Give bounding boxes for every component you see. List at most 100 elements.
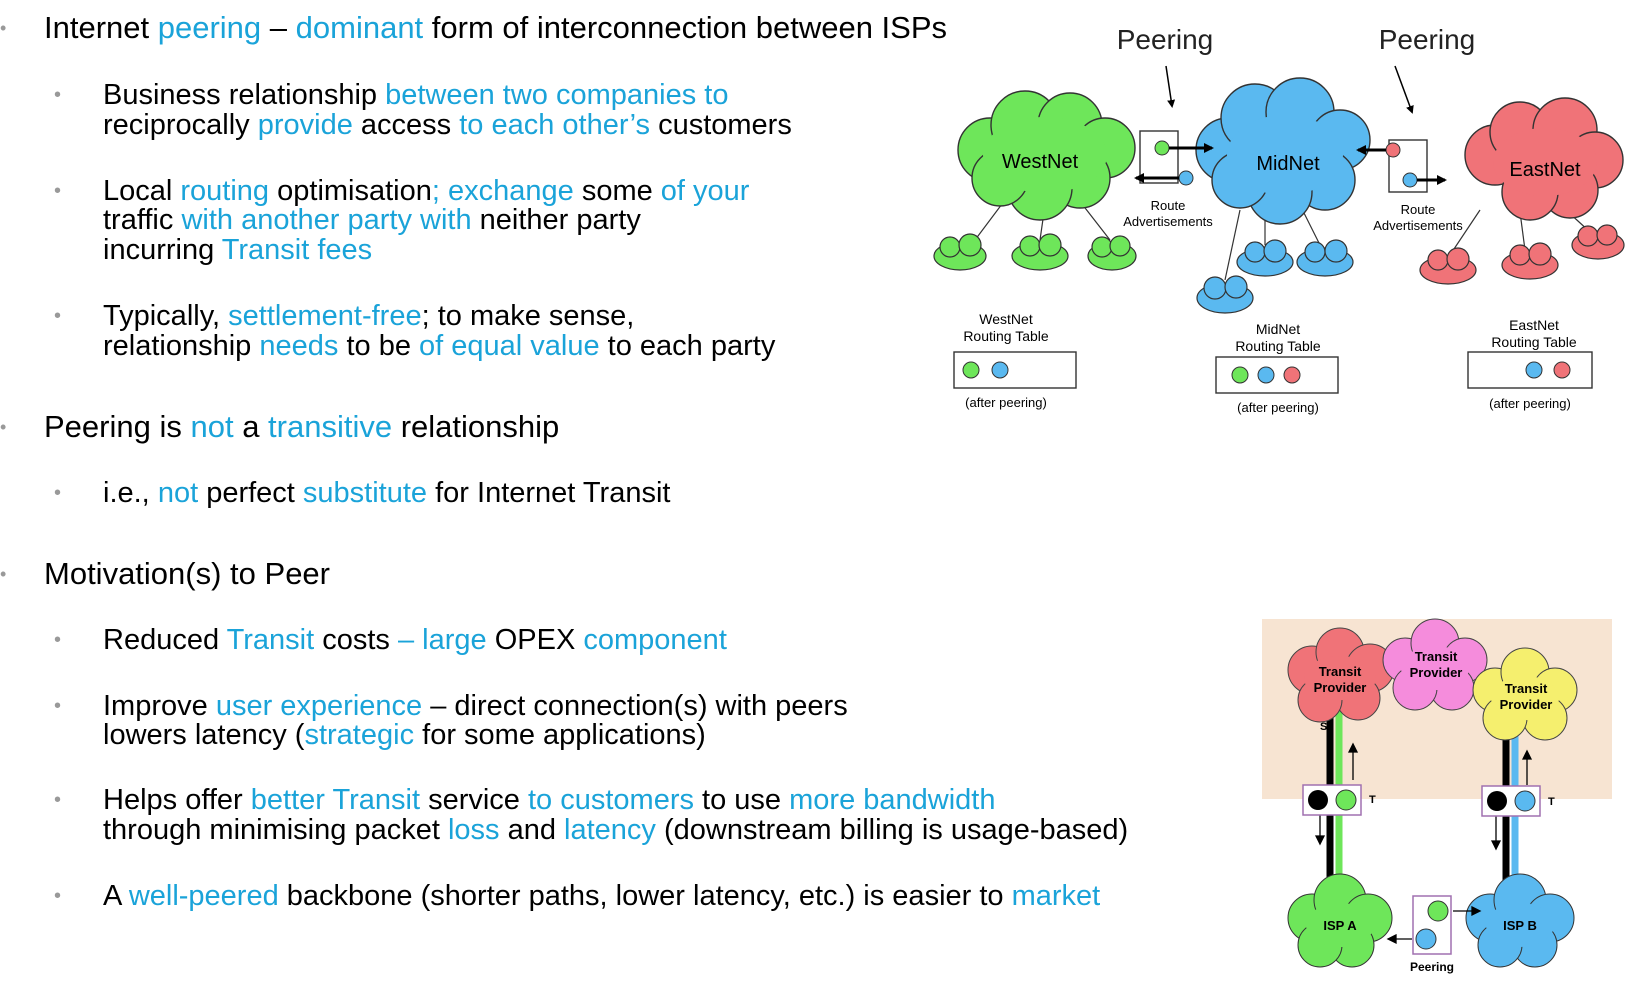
text-run: backbone (shorter paths, lower latency, … (278, 880, 1012, 912)
highlight-text: component (575, 624, 727, 656)
bullet-text: Reduced Transit costs – large OPEX compo… (103, 625, 727, 656)
west-small-clouds (933, 233, 1137, 271)
highlight-text: not (157, 477, 199, 509)
westnet-after-peering: (after peering) (965, 395, 1047, 410)
text-run: ; to make sense, (421, 300, 635, 332)
highlight-text: to each other’s (451, 109, 659, 141)
text-run: Internet (44, 10, 158, 45)
eastnet-after-peering: (after peering) (1489, 396, 1571, 411)
bullet-dot: • (54, 305, 62, 327)
midnet-table-title-l1: MidNet (1256, 321, 1300, 337)
highlight-text: strategic (304, 719, 415, 751)
peering-arrows (1386, 905, 1482, 945)
eastnet-table-title-l2: Routing Table (1491, 334, 1577, 350)
text-run: Typically, (103, 300, 229, 332)
text-run: – direct connection(s) with peers (422, 690, 848, 722)
t-label-a: T (1369, 794, 1376, 806)
eastnet-cloud (1464, 97, 1624, 221)
text-run: Reduced (103, 624, 220, 656)
text-run: reciprocally (103, 109, 250, 141)
highlight-text: needs (259, 330, 339, 362)
transit-provider-label-3-l1: Transit (1505, 681, 1548, 696)
route-dot-black (1308, 790, 1328, 810)
bullet-text-line2: lowers latency (strategic for some appli… (103, 720, 706, 751)
peering-label-right: Peering (1379, 24, 1476, 55)
route-label-left-l1: Route (1151, 198, 1186, 213)
text-run: access (360, 109, 452, 141)
transit-provider-label-3-l2: Provider (1500, 697, 1553, 712)
bullet-dot: • (54, 695, 62, 717)
text-run: A (103, 880, 129, 912)
text-run: costs (322, 624, 390, 656)
text-run: relationship (103, 330, 260, 362)
highlight-text: Transit (219, 624, 323, 656)
transit-provider-label-1-l2: Provider (1314, 680, 1367, 695)
bullet-dot: • (54, 789, 62, 811)
bullet-text-line1: Improve user experience – direct connect… (103, 691, 848, 722)
text-run: to be (338, 330, 420, 362)
highlight-text: peering (157, 10, 262, 45)
route-label-left-l2: Advertisements (1123, 214, 1213, 229)
text-run: Business relationship (103, 79, 378, 111)
text-run: Improve (103, 690, 216, 722)
text-run: traffic (103, 204, 174, 236)
bullet-text-line2: through minimising packet loss and laten… (103, 815, 1128, 846)
peering-pointer-right (1394, 65, 1414, 114)
midnet-table-title-l2: Routing Table (1235, 338, 1321, 354)
transit-provider-label-2-l1: Transit (1415, 649, 1458, 664)
isp-a-label: ISP A (1323, 918, 1357, 933)
bullet-text: Motivation(s) to Peer (44, 557, 330, 591)
peering-box-left (1139, 130, 1179, 184)
peering-label-left: Peering (1117, 24, 1214, 55)
bullet-text-line2: relationship needs to be of equal value … (103, 331, 775, 362)
transit-provider-red (1287, 627, 1395, 723)
small-cloud (1011, 233, 1069, 271)
text-run: Local (103, 175, 173, 207)
text-run: Motivation(s) to Peer (44, 556, 330, 591)
westnet-table-title-l1: WestNet (979, 311, 1033, 327)
bullet-text: i.e., not perfect substitute for Interne… (103, 478, 670, 509)
westnet-cloud (957, 90, 1136, 221)
eastnet-label: EastNet (1509, 159, 1581, 181)
bullet-dot: • (0, 564, 7, 584)
small-cloud (1419, 247, 1477, 285)
bullet-dot: • (0, 417, 7, 437)
highlight-text: substitute (302, 477, 428, 509)
table-dot-blue (1525, 361, 1543, 379)
route-label-right-l2: Advertisements (1373, 218, 1463, 233)
s-label: S (1320, 721, 1327, 733)
peering-pointer-left (1165, 65, 1176, 108)
route-dot-blue (1415, 928, 1437, 950)
peering-label: Peering (1410, 960, 1454, 974)
text-run: a (233, 409, 269, 444)
text-run: relationship (392, 409, 560, 444)
table-dot-red (1553, 361, 1571, 379)
table-dot-blue (1257, 366, 1275, 384)
transit-peering-diagram: Transit Provider Transit Provider Transi… (1262, 618, 1612, 974)
bullet-text: Internet peering – dominant form of inte… (44, 11, 947, 45)
route-dot-blue (1178, 170, 1194, 186)
isp-a-cloud (1287, 873, 1393, 968)
text-run: i.e., (103, 477, 158, 509)
text-run: customers (658, 109, 792, 141)
bullet-text-line1: Local routing optimisation; exchange som… (103, 176, 749, 207)
route-dot-green (1154, 140, 1170, 156)
bullet-dot: • (0, 18, 7, 38)
small-cloud (1087, 235, 1137, 271)
bullet-text-line1: Typically, settlement-free; to make sens… (103, 301, 634, 332)
highlight-text: better Transit (250, 784, 421, 816)
bullet-dot: • (54, 629, 62, 651)
highlight-text: transitive (268, 409, 393, 444)
bullet-dot: • (54, 482, 62, 504)
text-run: Peering is (44, 409, 191, 444)
east-small-clouds (1419, 224, 1625, 285)
highlight-text: – large (389, 624, 495, 656)
bullet-dot: • (54, 180, 62, 202)
text-run: optimisation (277, 175, 432, 207)
transit-provider-label-2-l2: Provider (1410, 665, 1463, 680)
highlight-text: routing (172, 175, 278, 207)
westnet-table-title-l2: Routing Table (963, 328, 1049, 344)
highlight-text: of your (652, 175, 750, 207)
highlight-text: loss (447, 814, 500, 846)
route-dot-black (1487, 791, 1507, 811)
